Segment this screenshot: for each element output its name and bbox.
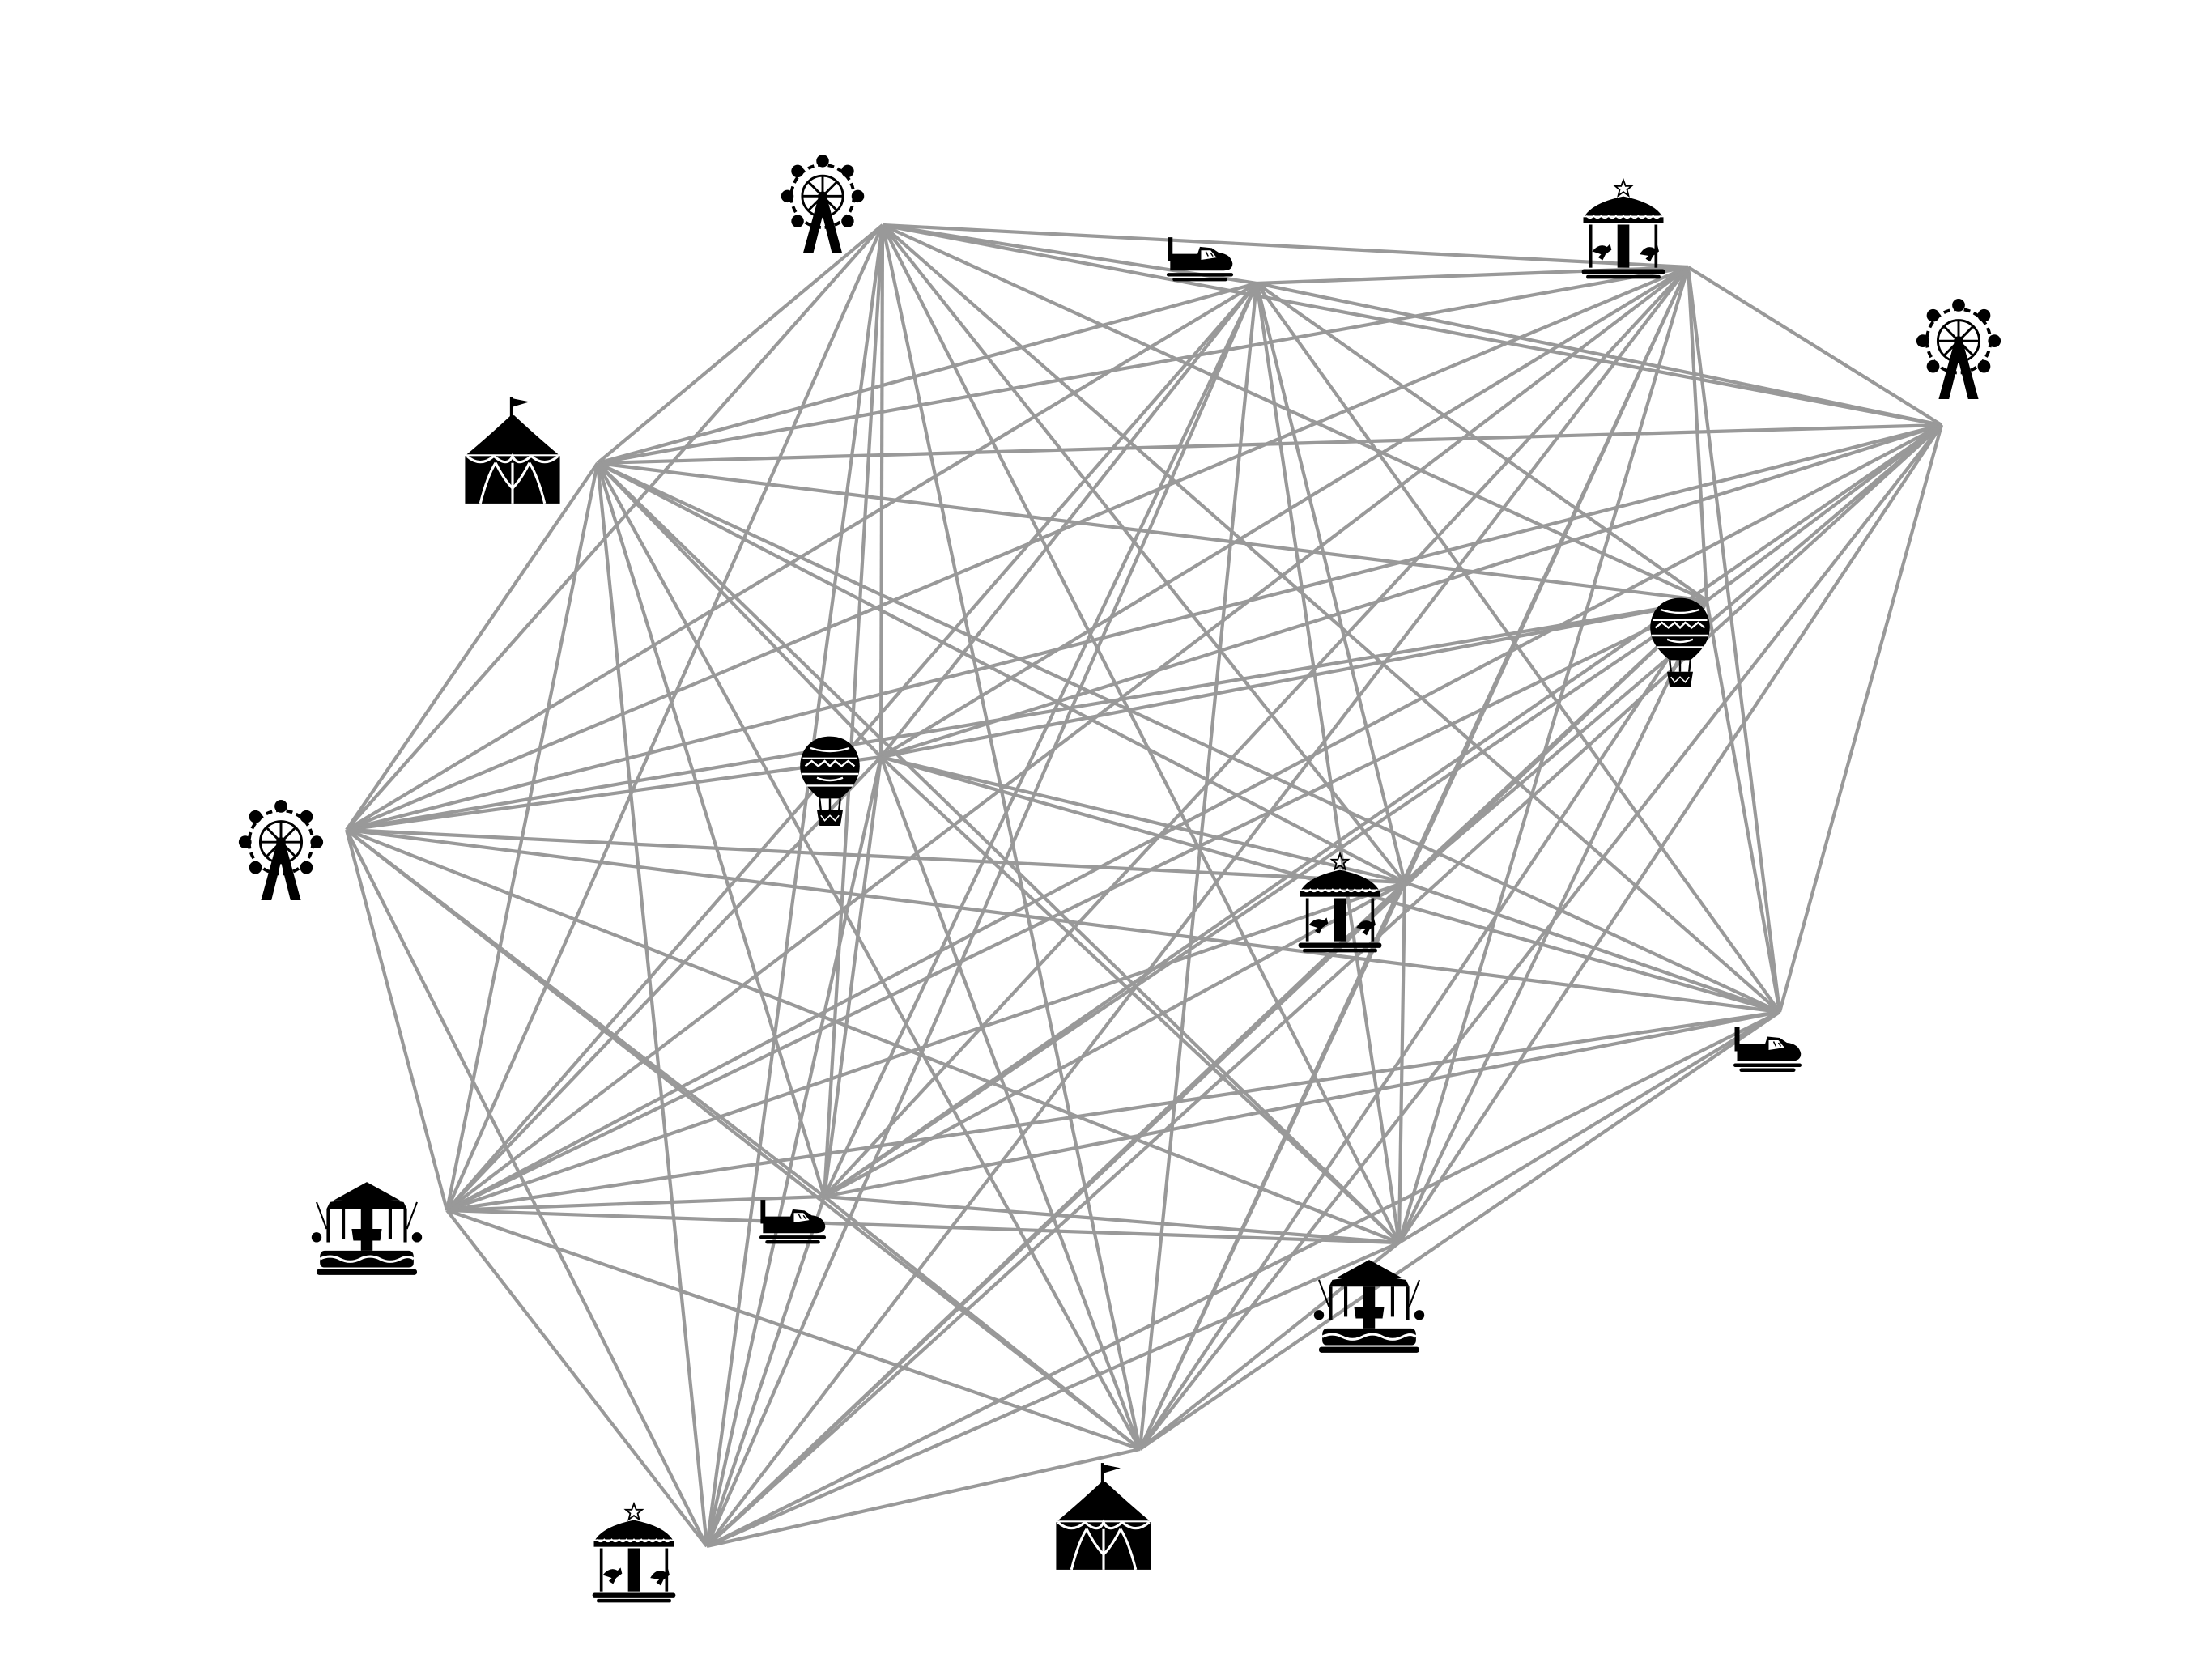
- edge-n3-n12: [823, 266, 1690, 1198]
- edge-n6-n13: [1397, 600, 1708, 1244]
- edge-n8-n11: [344, 829, 449, 1211]
- edge-n11-n15: [445, 1209, 708, 1548]
- edge-n3-n15: [705, 266, 1690, 1548]
- edge-n3-n5: [597, 265, 1689, 466]
- edge-n5-n8: [345, 461, 599, 831]
- edge-n12-n14: [823, 1195, 1142, 1451]
- edge-n6-n8: [346, 598, 1708, 832]
- edge-n13-n15: [706, 1241, 1400, 1548]
- edge-n3-n11: [445, 266, 1690, 1212]
- edge-n5-n7: [596, 461, 883, 759]
- edge-n10-n11: [446, 1010, 1780, 1213]
- edge-n3-n6: [1686, 266, 1709, 602]
- circus-tent-icon: [1054, 1461, 1153, 1571]
- edge-n3-n8: [346, 266, 1689, 831]
- edge-n6-n10: [1704, 600, 1782, 1013]
- edge-n4-n12: [823, 423, 1943, 1198]
- edge-n5-n12: [595, 462, 827, 1197]
- edge-n7-n12: [822, 756, 883, 1197]
- edge-n3-n7: [879, 266, 1690, 759]
- bumper-car-icon: [759, 1199, 827, 1245]
- edge-n4-n14: [1138, 423, 1943, 1451]
- edge-n1-n8: [345, 223, 884, 831]
- edge-n5-n15: [595, 462, 709, 1547]
- edge-n7-n15: [704, 756, 883, 1547]
- edge-n7-n11: [445, 755, 883, 1212]
- edge-n2-n4: [1256, 281, 1942, 427]
- edge-n4-n6: [1705, 423, 1943, 602]
- edge-n7-n14: [879, 756, 1142, 1450]
- edge-layer: [344, 223, 1944, 1549]
- edge-n4-n10: [1777, 424, 1944, 1013]
- edge-n1-n7: [878, 224, 885, 758]
- edge-n4-n15: [705, 423, 1943, 1548]
- edge-n2-n5: [597, 281, 1257, 466]
- edge-n4-n11: [446, 423, 1942, 1212]
- edge-n1-n11: [445, 224, 884, 1211]
- edge-n6-n12: [823, 599, 1708, 1198]
- edge-n2-n15: [705, 283, 1258, 1547]
- edge-n4-n8: [346, 423, 1942, 832]
- edge-n4-n7: [880, 423, 1942, 759]
- edge-n5-n10: [597, 461, 1780, 1014]
- edge-n4-n13: [1397, 423, 1943, 1244]
- edge-n1-n10: [881, 223, 1781, 1014]
- edge-n1-n5: [596, 223, 884, 465]
- ferris-wheel-icon: [779, 153, 866, 255]
- edge-n11-n12: [446, 1194, 825, 1213]
- edge-n10-n12: [823, 1010, 1780, 1199]
- edge-n7-n8: [346, 755, 882, 832]
- edge-n9-n10: [1404, 881, 1780, 1014]
- edge-n6-n7: [880, 598, 1708, 759]
- edge-n14-n15: [706, 1447, 1141, 1549]
- edge-n12-n15: [705, 1196, 826, 1547]
- edge-n11-n13: [446, 1208, 1400, 1245]
- edge-n1-n4: [882, 223, 1942, 427]
- edge-n1-n9: [881, 223, 1406, 884]
- edge-n12-n13: [823, 1194, 1400, 1245]
- edge-n7-n13: [879, 755, 1401, 1244]
- swing-carousel-icon: [310, 1180, 423, 1277]
- edge-n8-n9: [346, 827, 1406, 885]
- edge-n9-n13: [1397, 882, 1407, 1244]
- edge-n4-n5: [597, 423, 1942, 466]
- hot-air-balloon-icon: [798, 735, 861, 827]
- edge-n10-n14: [1138, 1010, 1781, 1451]
- edge-n6-n14: [1138, 599, 1708, 1451]
- ferris-wheel-icon: [236, 798, 325, 902]
- edge-n10-n15: [706, 1010, 1780, 1548]
- edge-n2-n14: [1138, 283, 1259, 1450]
- edge-n1-n3: [882, 223, 1689, 270]
- edge-n8-n14: [345, 828, 1142, 1451]
- circus-tent-icon: [463, 395, 562, 505]
- edge-n5-n6: [597, 461, 1708, 603]
- edge-n6-n11: [446, 599, 1708, 1212]
- edge-n10-n13: [1397, 1010, 1781, 1244]
- edge-n11-n14: [446, 1209, 1141, 1451]
- edge-n5-n14: [596, 461, 1142, 1451]
- edge-n3-n10: [1686, 266, 1782, 1013]
- edge-n9-n11: [446, 881, 1406, 1212]
- edge-n5-n11: [445, 462, 600, 1211]
- ferris-wheel-icon: [1916, 299, 2001, 399]
- edge-n1-n6: [882, 223, 1708, 602]
- edge-n3-n4: [1687, 266, 1943, 427]
- edge-n2-n6: [1255, 282, 1708, 602]
- edge-n8-n10: [346, 827, 1780, 1014]
- edge-n1-n14: [880, 224, 1142, 1450]
- edge-n8-n13: [346, 828, 1400, 1244]
- carousel-icon: [591, 1503, 677, 1604]
- edge-n2-n9: [1254, 283, 1407, 883]
- edge-n9-n14: [1138, 882, 1406, 1450]
- edge-n8-n15: [345, 829, 708, 1547]
- edge-n7-n9: [880, 755, 1406, 885]
